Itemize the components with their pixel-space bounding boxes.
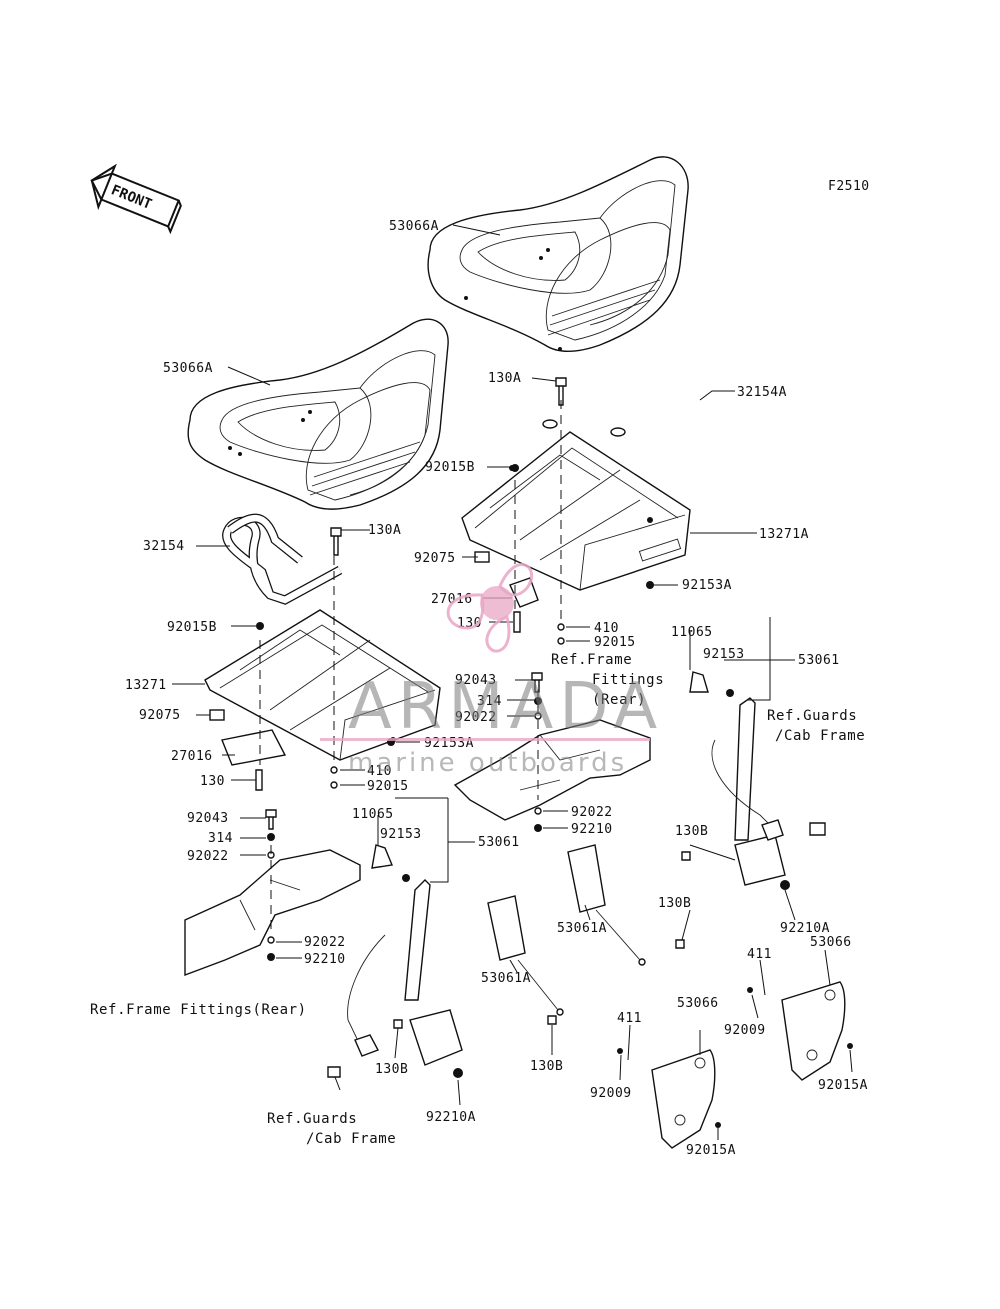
part-label: 92075 xyxy=(139,708,181,723)
part-label: 130B xyxy=(530,1059,563,1074)
side-pad-right xyxy=(781,981,846,1081)
grab-bar-left xyxy=(222,513,343,605)
ref-frame-rear-right: (Rear) xyxy=(592,692,646,708)
grab-bar-right xyxy=(542,322,716,441)
part-label: 130A xyxy=(368,523,401,538)
part-label: 410 xyxy=(594,621,619,636)
part-label: 92210A xyxy=(780,921,830,936)
part-label: 32154 xyxy=(143,539,185,554)
part-label: 92075 xyxy=(414,551,456,566)
bracket-92075-left xyxy=(209,709,225,721)
part-label: 53061 xyxy=(798,653,840,668)
watermark-rule xyxy=(320,738,650,741)
part-label: 92009 xyxy=(590,1086,632,1101)
ref-frame-rear-left: Ref.Frame Fittings(Rear) xyxy=(90,1002,307,1018)
ref-frame-rear-right: Fittings xyxy=(592,672,664,688)
part-label: 53061 xyxy=(478,835,520,850)
side-pad-left xyxy=(651,1049,716,1149)
part-label: 411 xyxy=(617,1011,642,1026)
part-label: 92015B xyxy=(167,620,217,635)
seat-right xyxy=(427,156,689,353)
seat-belt-right xyxy=(689,671,786,886)
part-label: 92022 xyxy=(304,935,346,950)
seat-base-right xyxy=(461,431,691,591)
part-label: 92153 xyxy=(703,647,745,662)
ref-guards-right: /Cab Frame xyxy=(775,728,865,744)
part-label: 92015A xyxy=(686,1143,736,1158)
ref-frame-rear-right: Ref.Frame xyxy=(551,652,632,668)
part-label: 53066A xyxy=(163,361,213,376)
reference-notes: Ref.Frame Fittings (Rear) Ref.Guards /Ca… xyxy=(90,652,865,1147)
ref-guards-left: Ref.Guards xyxy=(267,1111,357,1127)
ref-guards-right: Ref.Guards xyxy=(767,708,857,724)
part-label: 92015 xyxy=(367,779,409,794)
floor-plate-left xyxy=(184,849,361,977)
part-label: 92015B xyxy=(425,460,475,475)
buckle-lower xyxy=(487,895,564,1016)
part-label: 411 xyxy=(747,947,772,962)
part-label: 11065 xyxy=(671,625,713,640)
part-label: 53066 xyxy=(677,996,719,1011)
part-label: 53066A xyxy=(389,219,439,234)
part-label: 92210 xyxy=(304,952,346,967)
part-label: 130A xyxy=(488,371,521,386)
part-label: 130 xyxy=(200,774,225,789)
part-label: 92043 xyxy=(455,673,497,688)
part-label: 32154A xyxy=(737,385,787,400)
part-label: 92043 xyxy=(187,811,229,826)
part-label: 92009 xyxy=(724,1023,766,1038)
part-label: 92015A xyxy=(818,1078,868,1093)
bracket-27016-left xyxy=(221,729,287,766)
part-label: 92153A xyxy=(682,578,732,593)
part-label: 92022 xyxy=(455,710,497,725)
part-labels: 53066A 53066A 130A 32154A 92015B 13271A … xyxy=(125,219,868,1158)
part-label: 130B xyxy=(675,824,708,839)
watermark: ARMADA marine outboards xyxy=(320,563,663,778)
seat-left xyxy=(187,318,449,510)
part-label: 92022 xyxy=(571,805,613,820)
front-arrow-icon: FRONT xyxy=(90,163,182,235)
buckle-upper xyxy=(567,844,646,966)
part-label: 92210A xyxy=(426,1110,476,1125)
part-label: 130B xyxy=(375,1062,408,1077)
part-label: 92210 xyxy=(571,822,613,837)
part-label: 13271A xyxy=(759,527,809,542)
part-label: 92022 xyxy=(187,849,229,864)
part-label: 13271 xyxy=(125,678,167,693)
seat-belt-left xyxy=(347,844,463,1066)
part-label: 92015 xyxy=(594,635,636,650)
part-label: 130B xyxy=(658,896,691,911)
ref-guards-left: /Cab Frame xyxy=(306,1131,396,1147)
propeller-logo-icon xyxy=(446,563,534,653)
watermark-tagline: marine outboards xyxy=(348,748,627,778)
part-label: 11065 xyxy=(352,807,394,822)
part-label: 27016 xyxy=(171,749,213,764)
part-label: 410 xyxy=(367,764,392,779)
watermark-brand: ARMADA xyxy=(348,670,663,744)
part-label: 53061A xyxy=(481,971,531,986)
part-label: 314 xyxy=(208,831,233,846)
part-label: 53066 xyxy=(810,935,852,950)
part-label: 92153 xyxy=(380,827,422,842)
leader-lines xyxy=(172,224,853,1140)
figure-code: F2510 xyxy=(828,179,870,194)
part-label: 53061A xyxy=(557,921,607,936)
bolts xyxy=(255,377,853,1128)
part-label: 314 xyxy=(477,694,502,709)
